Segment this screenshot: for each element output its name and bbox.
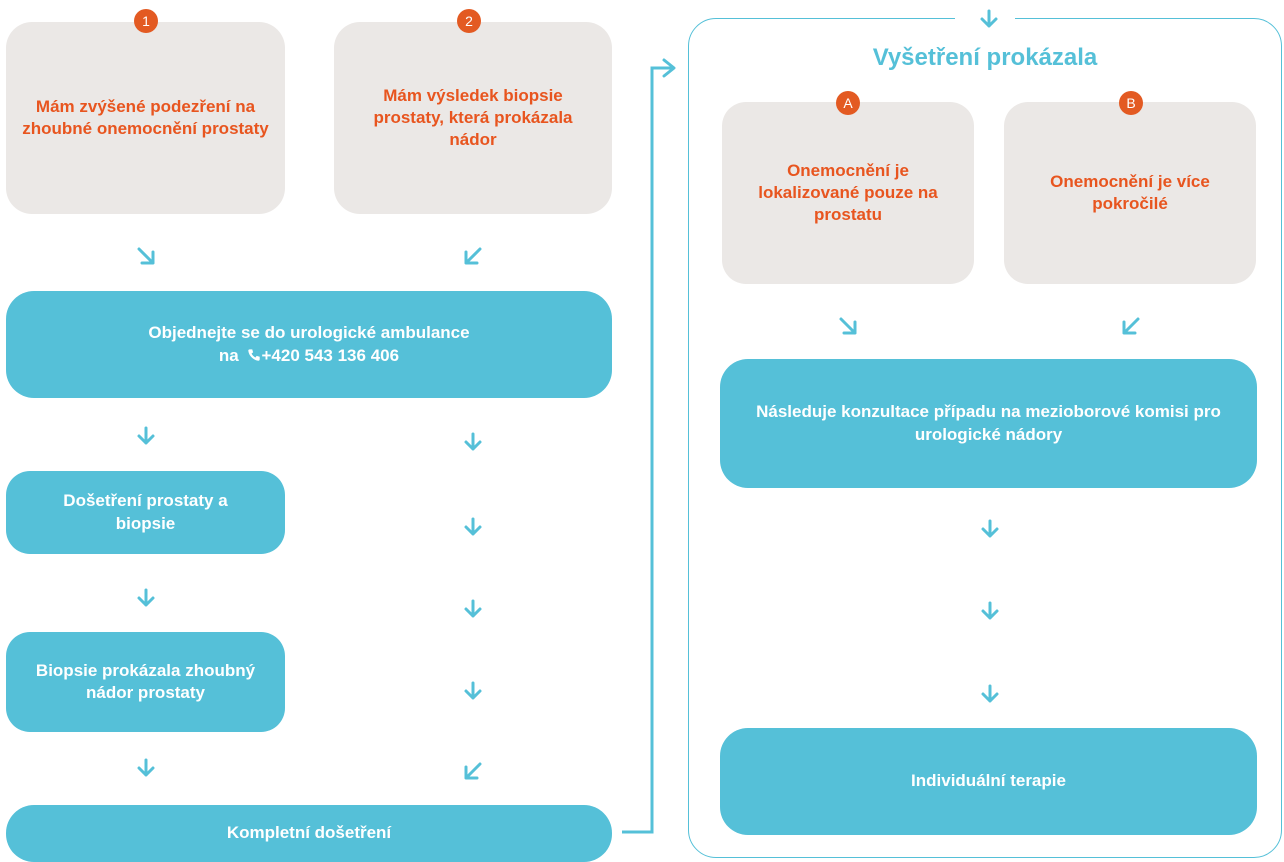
phone-icon <box>247 348 260 361</box>
arrow-down-icon <box>464 681 482 700</box>
optionB-box: Onemocnění je více pokročilé <box>1004 102 1256 284</box>
optionB-text: Onemocnění je více pokročilé <box>1050 171 1210 213</box>
examination-box: Došetření prostaty a biopsie <box>6 471 285 554</box>
therapy-text: Individuální terapie <box>911 771 1066 791</box>
step1-badge: 1 <box>134 9 158 33</box>
arrow-down-left-icon <box>1122 317 1140 335</box>
consultation-text: Následuje konzultace případu na meziobor… <box>756 402 1221 444</box>
complete-examination-text: Kompletní došetření <box>226 823 392 843</box>
arrow-down-icon <box>137 426 155 445</box>
arrow-down-left-icon <box>464 247 482 265</box>
examination-text: Došetření prostaty a biopsie <box>63 491 228 533</box>
biopsy-result-box: Biopsie prokázala zhoubný nádor prostaty <box>6 632 285 732</box>
step1-text: Mám zvýšené podezření na zhoubné onemocn… <box>22 96 269 138</box>
arrow-down-icon <box>464 517 482 536</box>
step1-box: Mám zvýšené podezření na zhoubné onemocn… <box>6 22 285 214</box>
therapy-box: Individuální terapie <box>720 728 1257 835</box>
complete-examination-box: Kompletní došetření <box>6 805 612 862</box>
optionA-box: Onemocnění je lokalizované pouze na pros… <box>722 102 974 284</box>
arrow-down-left-icon <box>464 762 482 780</box>
arrow-down-icon <box>137 758 155 777</box>
biopsy-result-text: Biopsie prokázala zhoubný nádor prostaty <box>35 660 256 702</box>
arrow-down-icon <box>137 588 155 607</box>
arrow-down-right-icon <box>839 317 857 335</box>
step2-box: Mám výsledek biopsie prostaty, která pro… <box>334 22 612 214</box>
arrow-down-icon <box>981 601 999 620</box>
frame-gap <box>955 12 1015 26</box>
appointment-phone[interactable]: +420 543 136 406 <box>261 345 400 365</box>
results-title: Vyšetření prokázala <box>872 44 1098 71</box>
optionA-badge: A <box>836 91 860 115</box>
arrow-down-icon <box>981 684 999 703</box>
optionB-badge: B <box>1119 91 1143 115</box>
optionA-text: Onemocnění je lokalizované pouze na pros… <box>758 160 938 225</box>
arrow-down-icon <box>464 432 482 451</box>
arrow-down-icon <box>464 599 482 618</box>
arrow-down-right-icon <box>137 247 155 265</box>
step2-badge: 2 <box>457 9 481 33</box>
appointment-box: Objednejte se do urologické ambulance na… <box>6 291 612 398</box>
step2-text: Mám výsledek biopsie prostaty, která pro… <box>373 85 573 150</box>
consultation-box: Následuje konzultace případu na meziobor… <box>720 359 1257 488</box>
arrow-down-icon <box>980 9 998 28</box>
arrow-down-icon <box>981 519 999 538</box>
appointment-prefix: na <box>218 345 239 365</box>
appointment-phone-line: na +420 543 136 406 <box>219 345 399 367</box>
appointment-text: Objednejte se do urologické ambulance <box>148 323 470 343</box>
